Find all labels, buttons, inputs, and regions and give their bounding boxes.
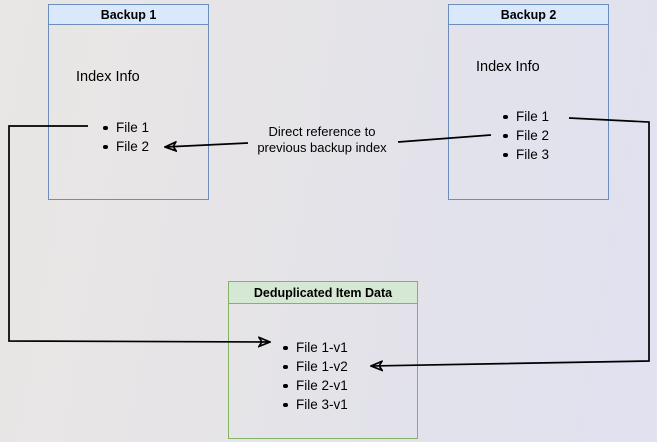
backup1-index-info-label: Index Info [76, 69, 140, 85]
dedup-file-item: File 1-v1 [280, 338, 348, 357]
dedup-file-item: File 1-v2 [280, 357, 348, 376]
annotation-line-1: Direct reference to [268, 124, 376, 139]
annotation-line-2: previous backup index [257, 140, 387, 155]
backup2-file-item: File 1 [500, 107, 549, 126]
backup2-file-item: File 2 [500, 126, 549, 145]
backup1-file-list: File 1 File 2 [100, 118, 149, 156]
backup1-file-item: File 2 [100, 137, 149, 156]
backup2-box: Backup 2 Index Info File 1 File 2 File 3 [448, 4, 609, 200]
backup1-title: Backup 1 [49, 5, 208, 25]
dedup-file-list: File 1-v1 File 1-v2 File 2-v1 File 3-v1 [280, 338, 348, 414]
dedup-title: Deduplicated Item Data [229, 282, 417, 304]
dedup-file-item: File 2-v1 [280, 376, 348, 395]
dedup-box: Deduplicated Item Data File 1-v1 File 1-… [228, 281, 418, 439]
direct-reference-annotation: Direct reference to previous backup inde… [232, 124, 412, 156]
dedup-file-item: File 3-v1 [280, 395, 348, 414]
backup2-index-info-label: Index Info [476, 59, 540, 75]
backup2-title: Backup 2 [449, 5, 608, 25]
backup1-box: Backup 1 Index Info File 1 File 2 [48, 4, 209, 200]
backup1-file-item: File 1 [100, 118, 149, 137]
backup2-file-list: File 1 File 2 File 3 [500, 107, 549, 164]
backup2-file-item: File 3 [500, 145, 549, 164]
